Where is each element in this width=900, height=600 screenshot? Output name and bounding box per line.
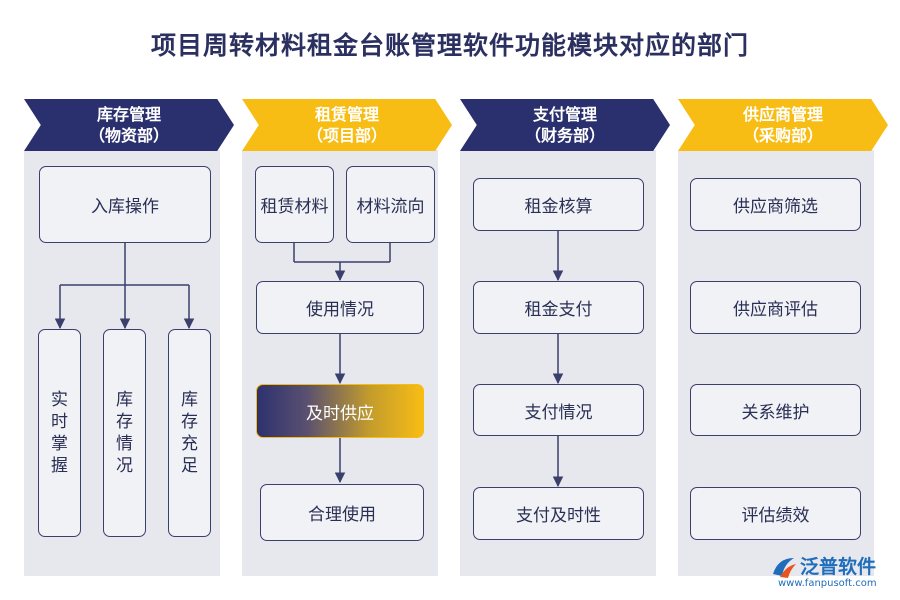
banner-supplier: 供应商管理 （采购部）	[678, 99, 888, 151]
banner-dept: （采购部）	[742, 126, 823, 145]
char: 况	[116, 456, 133, 476]
char: 握	[51, 456, 68, 476]
banner-title: 租赁管理	[314, 105, 379, 124]
step-rational-use: 合理使用	[260, 484, 424, 541]
step-label: 支付及时性	[516, 506, 601, 526]
step-relationship-maintenance: 关系维护	[690, 384, 861, 436]
step-supplier-screening: 供应商筛选	[690, 178, 861, 231]
step-label: 材料流向	[356, 197, 425, 217]
step-label: 使用情况	[306, 300, 374, 320]
banner-leasing: 租赁管理 （项目部）	[242, 99, 452, 151]
banner-title: 支付管理	[532, 105, 597, 124]
char: 情	[116, 434, 133, 454]
step-label: 供应商评估	[733, 300, 818, 320]
banner-title: 库存管理	[96, 105, 161, 124]
step-label: 评估绩效	[741, 506, 810, 526]
step-payment-timeliness: 支付及时性	[473, 487, 644, 540]
diagram-title: 项目周转材料租金台账管理软件功能模块对应的部门	[150, 31, 749, 60]
step-usage: 使用情况	[256, 281, 424, 334]
step-rent-accounting: 租金核算	[473, 178, 644, 231]
step-label: 支付情况	[524, 402, 593, 423]
step-label: 租金核算	[524, 197, 593, 217]
step-supplier-evaluation: 供应商评估	[690, 281, 861, 334]
step-label: 租金支付	[524, 300, 593, 320]
step-evaluate-performance: 评估绩效	[690, 487, 861, 540]
step-realtime-grasp: 实 时 掌 握	[38, 329, 81, 537]
banner-dept: （财务部）	[524, 126, 605, 145]
fanpu-logo: 泛普软件 www.fanpusoft.com	[770, 552, 890, 594]
char: 时	[51, 412, 68, 432]
step-payment-status: 支付情况	[473, 384, 644, 436]
banner-dept: （物资部）	[88, 126, 169, 145]
step-label: 供应商筛选	[733, 197, 818, 217]
char: 足	[181, 456, 198, 476]
logo-name: 泛普软件	[800, 556, 877, 578]
step-rent-payment: 租金支付	[473, 281, 644, 334]
step-label: 租赁材料	[260, 197, 329, 217]
step-label: 关系维护	[741, 402, 810, 423]
step-leased-material: 租赁材料	[255, 166, 334, 243]
char: 实	[51, 390, 68, 410]
step-label: 入库操作	[91, 197, 159, 217]
step-label: 合理使用	[308, 505, 376, 525]
step-stock-in: 入库操作	[39, 166, 211, 243]
banner-title: 供应商管理	[742, 105, 823, 124]
logo-url: www.fanpusoft.com	[778, 578, 877, 589]
step-timely-supply: 及时供应	[256, 384, 424, 438]
banner-inventory: 库存管理 （物资部）	[24, 99, 234, 151]
banner-payment: 支付管理 （财务部）	[460, 99, 670, 151]
char: 库	[116, 390, 133, 410]
banner-dept: （项目部）	[306, 126, 387, 145]
char: 库	[181, 390, 198, 410]
step-label: 及时供应	[306, 403, 374, 424]
char: 掌	[51, 434, 68, 454]
step-stock-sufficient: 库 存 充 足	[168, 329, 211, 537]
char: 存	[116, 412, 133, 432]
step-material-flow: 材料流向	[346, 166, 435, 243]
step-stock-status: 库 存 情 况	[103, 329, 146, 537]
logo-mark-icon	[773, 558, 796, 578]
char: 存	[181, 412, 198, 432]
char: 充	[181, 434, 198, 454]
